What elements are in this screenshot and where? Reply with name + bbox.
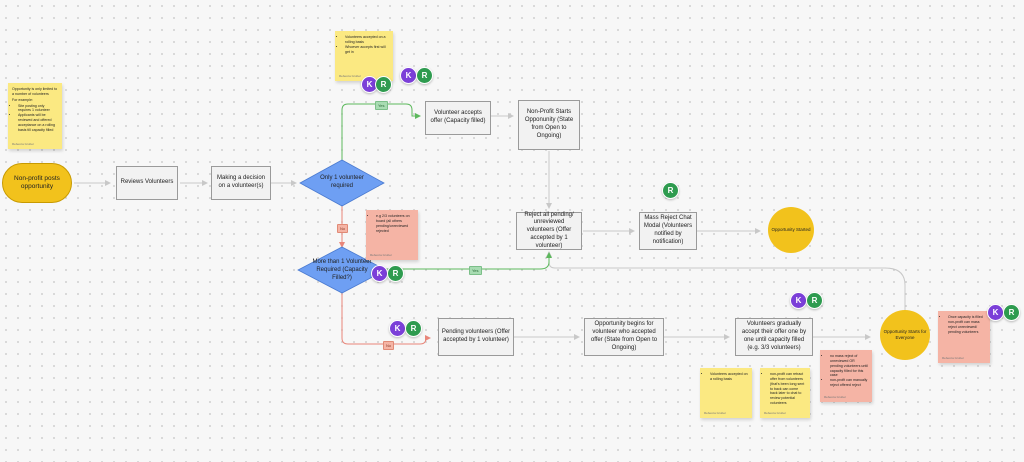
sticky-author: Rebecca Gruber bbox=[824, 394, 847, 399]
volunteer-accepts-box[interactable]: Volunteer accepts offer (Capacity filled… bbox=[425, 101, 491, 135]
sticky-note-rolling[interactable]: Volunteers accepted on a rolling basis W… bbox=[335, 31, 393, 81]
opportunity-started-circle[interactable]: Opportunity Started bbox=[768, 207, 814, 253]
collaborator-avatar-r[interactable]: R bbox=[387, 265, 404, 282]
no-tag-2: No bbox=[383, 341, 395, 350]
collaborator-avatar-k[interactable]: K bbox=[790, 292, 807, 309]
decision-diamond-2[interactable] bbox=[297, 246, 387, 294]
collaborator-avatar-k[interactable]: K bbox=[400, 67, 417, 84]
decision-diamond-1[interactable] bbox=[299, 159, 385, 207]
sticky-author: Rebecca Gruber bbox=[370, 252, 393, 257]
sticky-bullet: non-profit can manually reject offered r… bbox=[830, 378, 868, 388]
start-node[interactable]: Non-profit posts opportunity bbox=[2, 163, 72, 203]
yes-tag-2: Yes bbox=[469, 266, 482, 275]
mass-reject-modal-label: Mass Reject Chat Modal (Volunteers notif… bbox=[643, 215, 693, 245]
sticky-author: Rebecca Gruber bbox=[764, 410, 787, 415]
sticky-note-capacity[interactable]: Opportunity is only limited to a number … bbox=[8, 83, 62, 149]
sticky-author: Rebecca Gruber bbox=[704, 410, 727, 415]
no-tag-1: No bbox=[337, 224, 349, 233]
collaborator-avatar-r[interactable]: R bbox=[375, 76, 392, 93]
volunteers-gradually-box[interactable]: Volunteers gradually accept their offer … bbox=[735, 318, 813, 356]
collaborator-avatar-r[interactable]: R bbox=[405, 320, 422, 337]
sticky-author: Rebecca Gruber bbox=[942, 355, 965, 360]
sticky-bullet: Once capacity is filled non-profit can m… bbox=[948, 315, 986, 334]
making-decision-box[interactable]: Making a decision on a volunteer(s) bbox=[211, 166, 271, 200]
sticky-note-example[interactable]: e.g 2/3 volunteers on board (all others … bbox=[366, 210, 418, 260]
decision-2-label: More than 1 Volunteer Required (Capacity… bbox=[312, 259, 372, 281]
non-profit-starts-label: Non-Profit Starts Opponunity (State from… bbox=[524, 109, 574, 139]
pending-volunteers-box[interactable]: Pending volunteers (Offer accepted by 1 … bbox=[438, 318, 514, 356]
opportunity-started-label: Opportunity Started bbox=[771, 227, 811, 233]
opportunity-begins-box[interactable]: Opportunity begins for volunteer who acc… bbox=[584, 318, 664, 356]
opportunity-begins-label: Opportunity begins for volunteer who acc… bbox=[590, 321, 658, 351]
sticky-note-mass-reject[interactable]: Once capacity is filled non-profit can m… bbox=[938, 311, 990, 363]
sticky-note-rolling-2[interactable]: Volunteers accepted on a rolling basis R… bbox=[700, 368, 752, 418]
opportunity-everyone-label: Opportunity Starts for Everyone bbox=[883, 329, 927, 340]
sticky-list: e.g 2/3 volunteers on board (all others … bbox=[370, 214, 414, 233]
making-decision-label: Making a decision on a volunteer(s) bbox=[216, 175, 266, 189]
collaborator-avatar-r[interactable]: R bbox=[662, 182, 679, 199]
sticky-list: Volunteers accepted on a rolling basis W… bbox=[339, 35, 389, 54]
opportunity-everyone-circle[interactable]: Opportunity Starts for Everyone bbox=[880, 310, 930, 360]
collaborator-avatar-r[interactable]: R bbox=[1003, 304, 1020, 321]
pending-volunteers-label: Pending volunteers (Offer accepted by 1 … bbox=[441, 329, 511, 343]
collaborator-avatar-r[interactable]: R bbox=[416, 67, 433, 84]
reject-all-pending-label: Reject all pending/ unreviewed volunteer… bbox=[524, 211, 574, 249]
sticky-bullet: Whoever accepts first will get in bbox=[345, 45, 389, 55]
sticky-author: Rebecca Gruber bbox=[12, 141, 35, 146]
volunteer-accepts-label: Volunteer accepts offer (Capacity filled… bbox=[430, 110, 486, 124]
sticky-list: Site posting only requires 1 volunteer A… bbox=[12, 104, 58, 133]
collaborator-avatar-k[interactable]: K bbox=[371, 265, 388, 282]
sticky-note-retract[interactable]: non-profit can retract offer from volunt… bbox=[760, 368, 810, 418]
volunteers-gradually-label: Volunteers gradually accept their offer … bbox=[741, 321, 807, 351]
sticky-bullet: non-profit can retract offer from volunt… bbox=[770, 372, 806, 406]
decision-1-label: Only 1 volunteer required bbox=[320, 175, 364, 189]
sticky-bullet: no mass reject of unreviewed OR pending … bbox=[830, 354, 868, 378]
sticky-note-no-mass-reject[interactable]: no mass reject of unreviewed OR pending … bbox=[820, 350, 872, 402]
collaborator-avatar-r[interactable]: R bbox=[806, 292, 823, 309]
non-profit-starts-box[interactable]: Non-Profit Starts Opponunity (State from… bbox=[518, 100, 580, 150]
sticky-bullet: Site posting only requires 1 volunteer bbox=[18, 104, 58, 114]
sticky-list: no mass reject of unreviewed OR pending … bbox=[824, 354, 868, 388]
sticky-bullet: e.g 2/3 volunteers on board (all others … bbox=[376, 214, 414, 233]
sticky-list: Volunteers accepted on a rolling basis bbox=[704, 372, 748, 382]
edge-d2-yes bbox=[382, 252, 552, 270]
reject-all-pending-box[interactable]: Reject all pending/ unreviewed volunteer… bbox=[516, 212, 582, 250]
sticky-list: Once capacity is filled non-profit can m… bbox=[942, 315, 986, 334]
sticky-list: non-profit can retract offer from volunt… bbox=[764, 372, 806, 406]
sticky-author: Rebecca Gruber bbox=[339, 73, 362, 78]
collaborator-avatar-k[interactable]: K bbox=[987, 304, 1004, 321]
edge-everyone-reject bbox=[546, 251, 906, 310]
mass-reject-modal-box[interactable]: Mass Reject Chat Modal (Volunteers notif… bbox=[639, 212, 697, 250]
start-node-label: Non-profit posts opportunity bbox=[14, 174, 60, 190]
sticky-bullet: Volunteers accepted on a rolling basis bbox=[710, 372, 748, 382]
sticky-paragraph: For example: bbox=[12, 97, 33, 102]
sticky-paragraph: Opportunity is only limited to a number … bbox=[12, 87, 58, 96]
collaborator-avatar-k[interactable]: K bbox=[389, 320, 406, 337]
yes-tag-1: Yes bbox=[375, 101, 388, 110]
sticky-bullet: Applicants will be reviewed and offered … bbox=[18, 113, 58, 132]
edge-d1-yes bbox=[341, 103, 421, 160]
reviews-volunteers-box[interactable]: Reviews Volunteers bbox=[116, 166, 178, 200]
reviews-volunteers-label: Reviews Volunteers bbox=[120, 179, 174, 186]
sticky-bullet: Volunteers accepted on a rolling basis bbox=[345, 35, 389, 45]
